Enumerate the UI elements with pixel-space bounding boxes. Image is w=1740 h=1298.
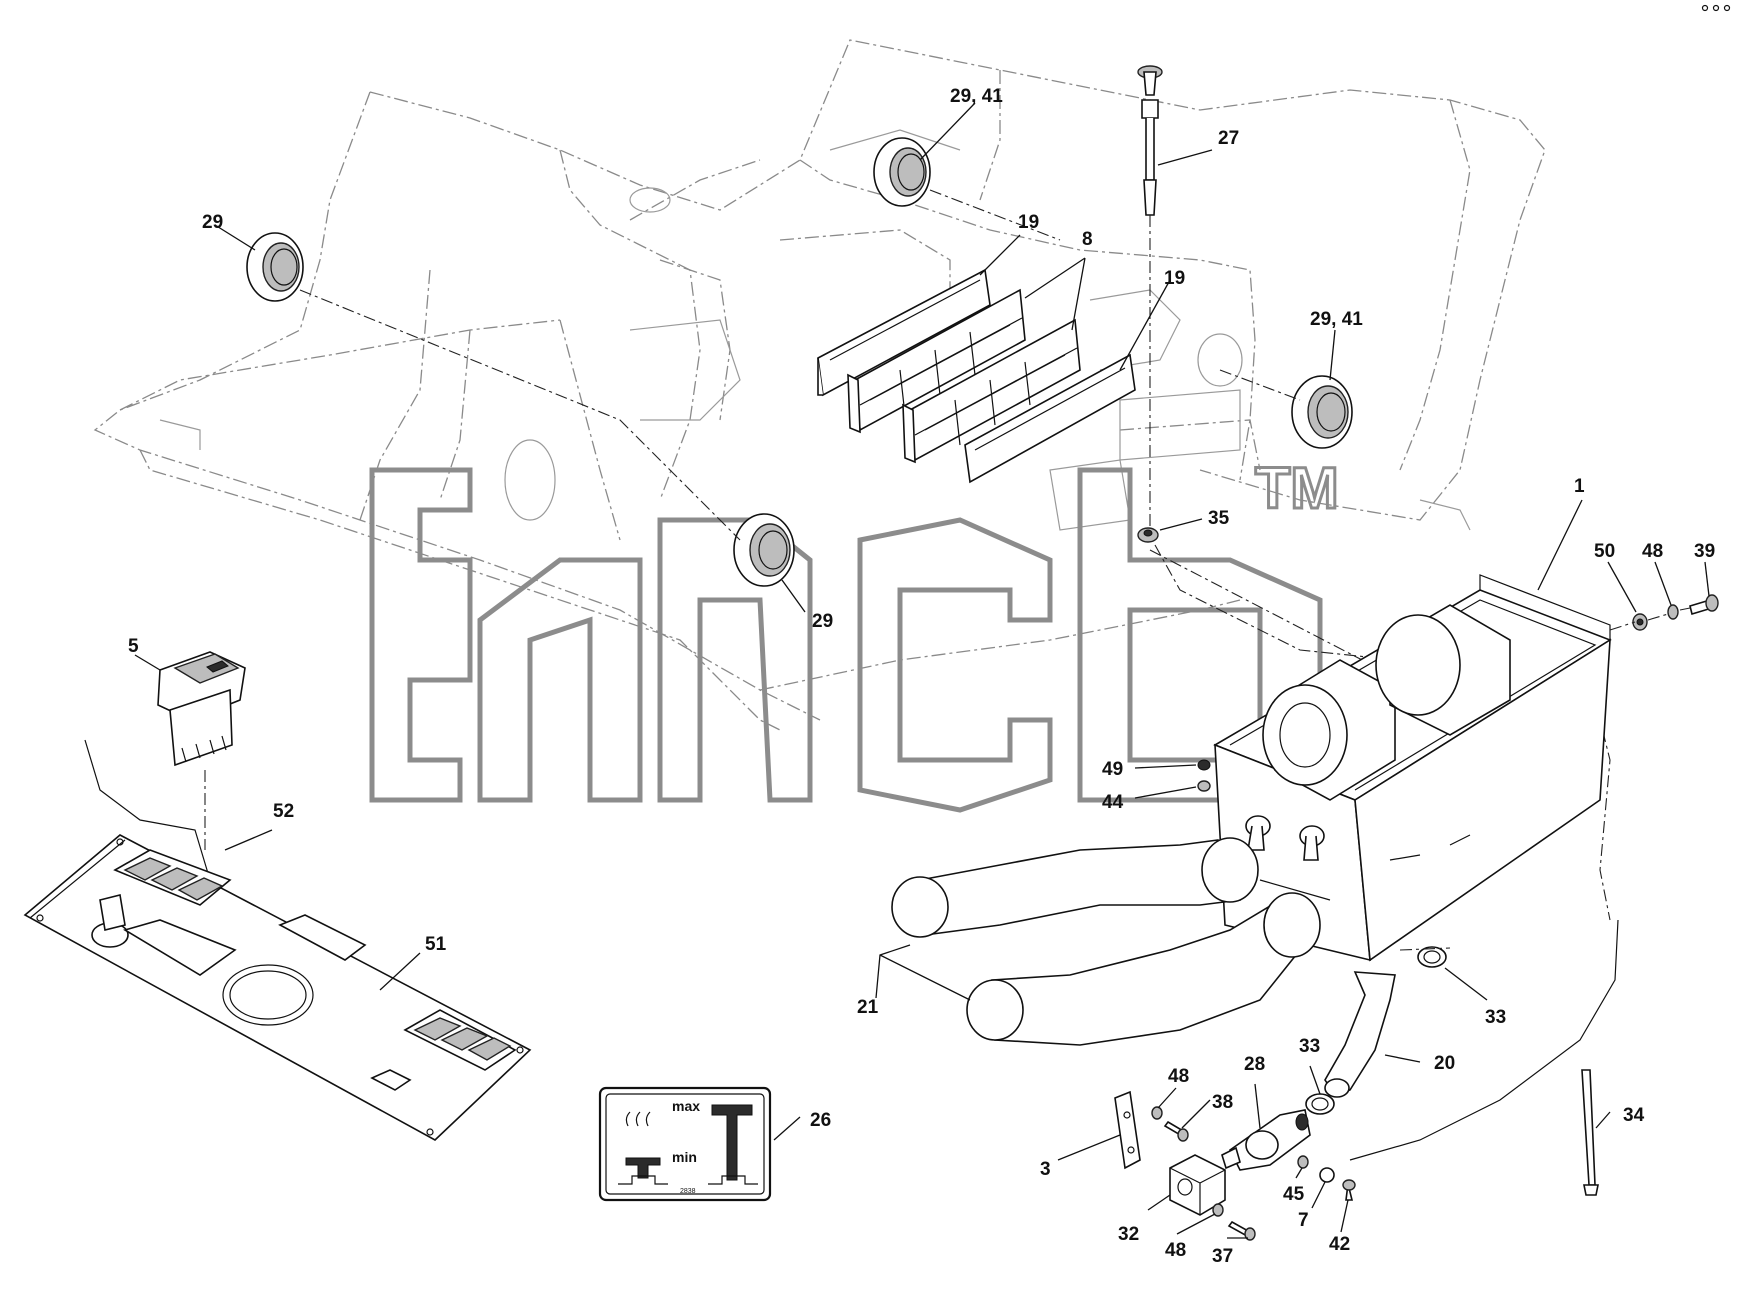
callout-20: 20 bbox=[1434, 1053, 1455, 1074]
alignment-line bbox=[299, 289, 741, 541]
washer-part-48-bottom bbox=[1212, 1203, 1224, 1217]
washer-part-45 bbox=[1297, 1155, 1309, 1169]
callout-42: 42 bbox=[1329, 1234, 1350, 1255]
callout-21: 21 bbox=[857, 997, 879, 1018]
callout-33-right: 33 bbox=[1485, 1007, 1506, 1028]
grommet-part-29-center bbox=[733, 513, 795, 587]
filter-part-19-mid bbox=[964, 353, 1136, 484]
washer-part-48-top bbox=[1667, 604, 1679, 620]
callout-33-mid: 33 bbox=[1299, 1036, 1320, 1057]
callout-27: 27 bbox=[1218, 128, 1239, 149]
nut-part-35 bbox=[1137, 527, 1159, 543]
washer-part-50 bbox=[1632, 613, 1648, 631]
hose-clamp-part-33-right bbox=[1417, 946, 1447, 968]
callout-39: 39 bbox=[1694, 541, 1715, 562]
coolant-hose-part-20 bbox=[1324, 971, 1396, 1098]
heater-control-decal-part-26: max min 2838 bbox=[598, 1086, 772, 1202]
alignment-line bbox=[1219, 369, 1301, 401]
callout-49: 49 bbox=[1102, 759, 1123, 780]
panel-label-area bbox=[123, 919, 237, 976]
control-cable-sheath bbox=[1349, 919, 1619, 1161]
control-cable-part-27 bbox=[1137, 65, 1163, 530]
watermark-logo: TM bbox=[369, 455, 1340, 813]
panel-connector bbox=[278, 914, 367, 961]
callout-28: 28 bbox=[1244, 1054, 1265, 1075]
callout-52: 52 bbox=[273, 801, 294, 822]
nut-part-44 bbox=[1197, 780, 1211, 792]
decal-min-label: min bbox=[672, 1149, 697, 1165]
callout-48-bottom: 48 bbox=[1165, 1240, 1186, 1261]
screw-part-39 bbox=[1689, 594, 1719, 616]
callout-38: 38 bbox=[1212, 1092, 1233, 1113]
alignment-line bbox=[1609, 607, 1691, 631]
callout-8: 8 bbox=[1082, 229, 1093, 250]
watermark-trademark: TM bbox=[1255, 456, 1339, 521]
blower-fan-right bbox=[1375, 604, 1511, 736]
callout-35: 35 bbox=[1208, 508, 1230, 529]
control-panel-part-51 bbox=[23, 834, 532, 1141]
blower-fan-left bbox=[1262, 659, 1396, 801]
grommet-part-29-41-right bbox=[1291, 375, 1353, 449]
bracket-part-3 bbox=[1114, 1090, 1141, 1170]
callout-29-41-top: 29, 41 bbox=[950, 86, 1003, 107]
callout-5: 5 bbox=[128, 636, 139, 657]
grommet-part-29-41-top bbox=[873, 137, 931, 207]
callout-19-top: 19 bbox=[1018, 212, 1039, 233]
callout-34: 34 bbox=[1623, 1105, 1645, 1126]
filter-part-19-top bbox=[817, 268, 991, 397]
ignition-switch bbox=[91, 894, 129, 948]
corner-mark-icon bbox=[1701, 4, 1731, 12]
callout-32: 32 bbox=[1118, 1224, 1139, 1245]
filter-frame-part-8-lower bbox=[902, 318, 1081, 464]
alignment-line bbox=[1399, 947, 1451, 951]
heater-outlet-nozzle-right bbox=[1299, 825, 1325, 861]
heater-unit-part-1 bbox=[1213, 574, 1612, 962]
gauge-ring bbox=[222, 964, 314, 1026]
leader-lines bbox=[134, 102, 1710, 1239]
callout-7: 7 bbox=[1298, 1210, 1309, 1231]
rocker-switch-part-5 bbox=[157, 651, 246, 767]
callout-19-mid: 19 bbox=[1164, 268, 1185, 289]
screw-part-38 bbox=[1163, 1120, 1189, 1142]
callout-51: 51 bbox=[425, 934, 447, 955]
panel-switch-bank-52 bbox=[113, 849, 232, 906]
callout-48-mid: 48 bbox=[1168, 1066, 1189, 1087]
callout-26: 26 bbox=[810, 1110, 831, 1131]
cable-tie-part-34 bbox=[1581, 1069, 1599, 1196]
screw-part-42 bbox=[1342, 1179, 1356, 1201]
callout-45: 45 bbox=[1283, 1184, 1305, 1205]
nut-part-7 bbox=[1319, 1167, 1335, 1183]
air-duct-part-21-lower bbox=[966, 892, 1321, 1046]
alignment-line bbox=[929, 189, 1061, 241]
panel-switch-bank-right bbox=[403, 1009, 517, 1071]
callout-1: 1 bbox=[1574, 476, 1585, 497]
cab-frame-outline bbox=[93, 39, 1546, 731]
callout-labels: 29, 41 27 29 19 8 19 29, 41 1 35 50 48 3… bbox=[128, 86, 1715, 1267]
callout-29-41-right: 29, 41 bbox=[1310, 309, 1363, 330]
wire bbox=[84, 739, 211, 881]
decal-code: 2838 bbox=[680, 1188, 696, 1195]
heat-waves-icon bbox=[625, 1111, 651, 1127]
callout-44: 44 bbox=[1102, 792, 1124, 813]
callout-37: 37 bbox=[1212, 1246, 1233, 1267]
screw-part-37 bbox=[1227, 1220, 1256, 1241]
mounting-block-part-32 bbox=[1169, 1154, 1226, 1216]
grommet-part-29-left bbox=[246, 232, 304, 302]
nut-part-49 bbox=[1197, 759, 1211, 771]
callout-50: 50 bbox=[1594, 541, 1615, 562]
air-duct-part-21-upper bbox=[891, 837, 1259, 938]
decal-max-label: max bbox=[672, 1098, 700, 1114]
water-valve-part-28 bbox=[1221, 1109, 1311, 1171]
heater-outlet-nozzle-left bbox=[1245, 815, 1271, 851]
callout-48-top: 48 bbox=[1642, 541, 1663, 562]
washer-part-48-mid bbox=[1151, 1106, 1163, 1120]
callout-29-left: 29 bbox=[202, 212, 223, 233]
callout-29-center: 29 bbox=[812, 611, 833, 632]
callout-3: 3 bbox=[1040, 1159, 1051, 1180]
panel-small-switch bbox=[370, 1069, 412, 1091]
hose-clamp-part-33-mid bbox=[1305, 1093, 1335, 1115]
filter-frame-part-8-upper bbox=[847, 288, 1026, 434]
